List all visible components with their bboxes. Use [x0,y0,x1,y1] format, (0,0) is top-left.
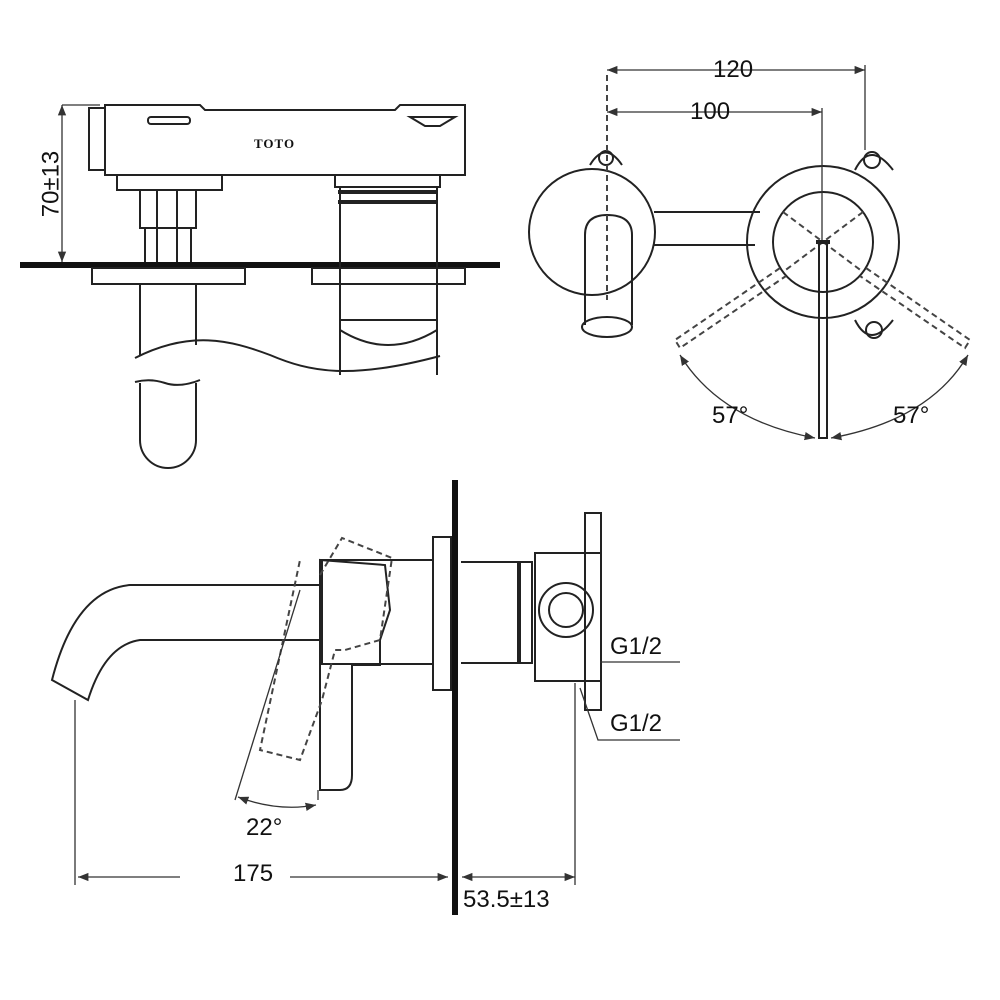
inlet-label-1: G1/2 [610,633,663,660]
side-view [50,480,680,915]
height-dimension-label: 70±13 [37,150,65,218]
brand-logo: TOTO [254,136,296,151]
front-view [528,65,972,441]
depth-dimension-label: 53.5±13 [463,886,550,913]
inner-width-dimension-label: 100 [690,98,731,125]
projection-dimension-label: 175 [233,860,274,887]
faucet-body [104,104,466,176]
outer-width-dimension-label: 120 [713,56,754,83]
top-view [20,104,500,469]
lever-angle-label: 22° [246,814,283,841]
right-angle-label: 57° [893,402,930,429]
left-angle-label: 57° [712,402,749,429]
inlet-label-2: G1/2 [610,710,663,737]
